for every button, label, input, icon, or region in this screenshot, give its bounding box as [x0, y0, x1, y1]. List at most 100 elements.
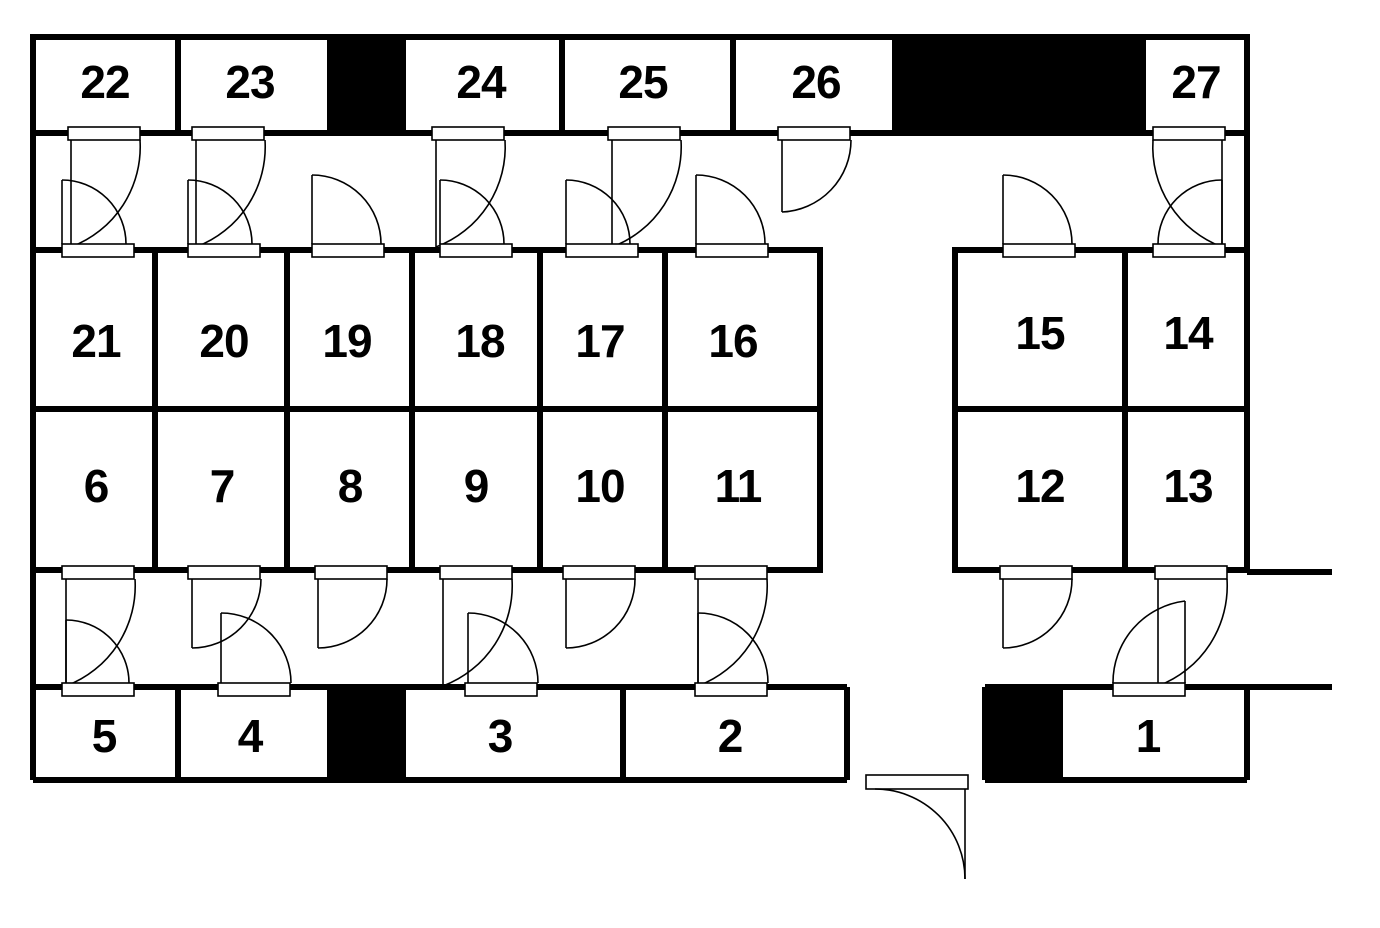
door-arc-9-upper	[442, 578, 514, 687]
door-arc-25-upper	[611, 139, 683, 248]
door-group-22[interactable]	[61, 126, 142, 258]
solid-block-top-left	[330, 37, 403, 133]
door-arc-13-upper	[1157, 578, 1229, 687]
door-group-27[interactable]	[1151, 126, 1226, 258]
door-group-12[interactable]	[999, 565, 1073, 649]
door-arc-5-lower	[65, 619, 130, 684]
middle-block-rooms	[30, 247, 823, 573]
door-frame-main-entrance[interactable]	[865, 774, 969, 790]
door-frame-3[interactable]	[464, 682, 538, 697]
door-group-15[interactable]	[1002, 174, 1076, 258]
door-group-8[interactable]	[314, 565, 388, 649]
room-label-1: 1	[1136, 710, 1161, 762]
room-label-5: 5	[92, 710, 117, 762]
door-frame-10[interactable]	[562, 565, 636, 580]
door-group-11[interactable]	[694, 565, 769, 697]
room-label-23: 23	[225, 56, 274, 108]
right-block-rooms	[952, 247, 1250, 573]
room-label-22: 22	[80, 56, 129, 108]
door-arc-15	[1002, 174, 1073, 245]
room-label-19: 19	[322, 315, 371, 367]
door-frame-26[interactable]	[777, 126, 851, 141]
door-arc-3-lower	[467, 612, 539, 684]
door-frame-25[interactable]	[607, 126, 681, 141]
door-group-6[interactable]	[61, 565, 137, 697]
door-arc-10	[565, 578, 636, 649]
room-labels: 22 23 24 25 26 27 21 20 19 18 17 16 6 7 …	[71, 56, 1221, 762]
door-group-13[interactable]	[1112, 565, 1229, 697]
door-group-7[interactable]	[187, 565, 292, 697]
solid-block-top-right	[895, 37, 1143, 133]
door-frame-15[interactable]	[1002, 243, 1076, 258]
door-frame-11[interactable]	[694, 565, 768, 580]
door-group-16[interactable]	[695, 174, 769, 258]
room-label-14: 14	[1163, 307, 1214, 359]
door-arc-1-lower	[1112, 600, 1186, 684]
room-label-15: 15	[1015, 307, 1065, 359]
door-frame-23[interactable]	[191, 126, 265, 141]
door-group-19[interactable]	[311, 174, 385, 258]
door-frame-16[interactable]	[695, 243, 769, 258]
door-arc-11-upper	[697, 578, 769, 687]
room-label-25: 25	[618, 56, 668, 108]
door-frame-13[interactable]	[1154, 565, 1228, 580]
door-frame-27[interactable]	[1152, 126, 1226, 141]
room-label-26: 26	[791, 56, 840, 108]
room-label-24: 24	[456, 56, 507, 108]
door-arc-23-upper	[195, 139, 267, 248]
room-label-10: 10	[575, 460, 624, 512]
room-label-8: 8	[338, 460, 363, 512]
room-label-16: 16	[708, 315, 757, 367]
door-group-25[interactable]	[565, 126, 683, 258]
door-frame-6[interactable]	[61, 565, 135, 580]
door-arc-24-upper	[435, 139, 507, 248]
door-frame-2[interactable]	[694, 682, 768, 697]
door-frame-8[interactable]	[314, 565, 388, 580]
door-group-main-entrance[interactable]	[865, 774, 969, 880]
door-frame-12[interactable]	[999, 565, 1073, 580]
door-frame-5[interactable]	[61, 682, 135, 697]
door-arc-main-entrance	[874, 788, 966, 880]
door-frame-22[interactable]	[67, 126, 141, 141]
door-arc-2-lower	[697, 612, 769, 684]
room-label-27: 27	[1171, 56, 1220, 108]
door-arc-7-upper	[191, 578, 262, 649]
door-group-24[interactable]	[431, 126, 513, 258]
door-arc-22-upper	[70, 139, 142, 248]
door-arc-6-upper	[65, 578, 137, 687]
door-group-9[interactable]	[439, 565, 539, 697]
door-frame-21[interactable]	[61, 243, 135, 258]
solid-block-bottom-left	[330, 687, 403, 780]
room-label-4: 4	[238, 710, 264, 762]
door-arc-12	[1002, 578, 1073, 649]
door-frame-9[interactable]	[439, 565, 513, 580]
door-frame-4[interactable]	[217, 682, 291, 697]
door-frame-18[interactable]	[439, 243, 513, 258]
door-group-23[interactable]	[187, 126, 267, 258]
bottom-row-rooms	[30, 687, 1250, 783]
room-label-6: 6	[84, 460, 109, 512]
door-arc-21-lower	[61, 179, 127, 245]
room-label-13: 13	[1163, 460, 1212, 512]
door-arc-26	[781, 139, 852, 213]
door-frame-20[interactable]	[187, 243, 261, 258]
room-label-9: 9	[464, 460, 489, 512]
door-arc-19	[311, 174, 382, 245]
door-frame-7[interactable]	[187, 565, 261, 580]
door-arc-14-lower	[1157, 179, 1223, 245]
door-arc-18-lower	[439, 179, 505, 245]
door-frame-14[interactable]	[1152, 243, 1226, 258]
door-group-26[interactable]	[777, 126, 852, 213]
room-label-7: 7	[210, 460, 235, 512]
door-frame-19[interactable]	[311, 243, 385, 258]
door-frame-1[interactable]	[1112, 682, 1186, 697]
room-label-21: 21	[71, 315, 121, 367]
door-group-10[interactable]	[562, 565, 636, 649]
room-label-20: 20	[199, 315, 248, 367]
door-arc-8	[317, 578, 388, 649]
room-label-11: 11	[715, 460, 762, 512]
door-frame-17[interactable]	[565, 243, 639, 258]
door-frame-24[interactable]	[431, 126, 505, 141]
